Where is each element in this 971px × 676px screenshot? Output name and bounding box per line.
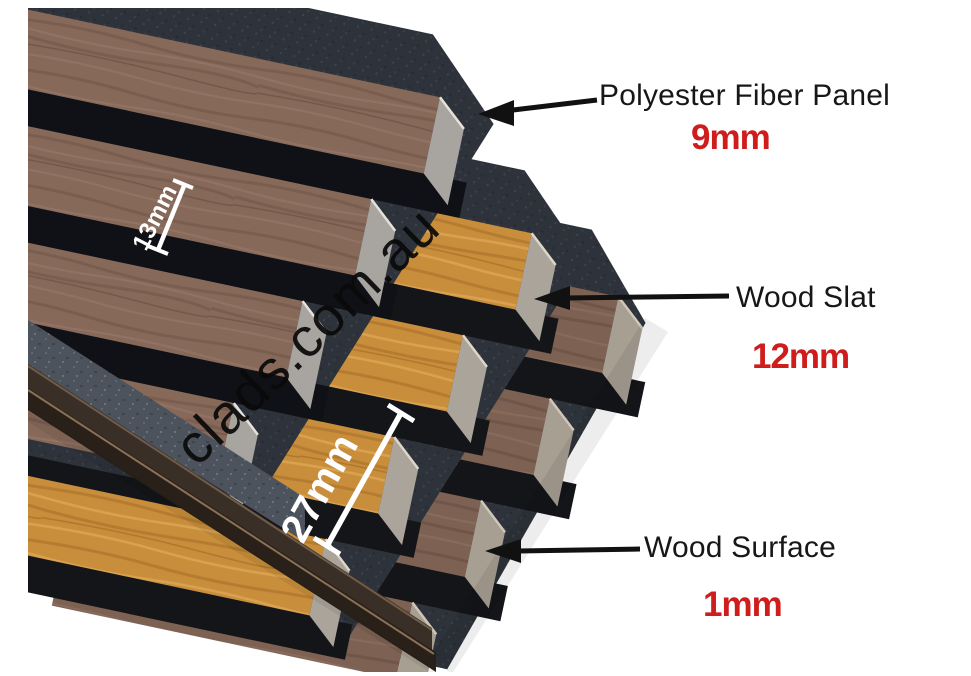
annotation-value-wood-surface: 1mm <box>703 585 783 624</box>
stack-side-edge <box>28 318 668 672</box>
dimension-tick <box>147 244 169 256</box>
arrow-wood-slat <box>534 286 730 310</box>
arrowhead <box>534 286 570 310</box>
annotation-label-wood-slat: Wood Slat <box>736 281 876 314</box>
drop-shadow <box>28 408 436 672</box>
slat-row <box>28 8 465 206</box>
annotation-value-wood-slat: 12mm <box>752 337 850 376</box>
arrow-polyester-fiber-panel <box>478 97 598 126</box>
callout-arrows <box>478 97 730 563</box>
slat-row <box>28 106 397 308</box>
slat-row <box>28 218 328 410</box>
arrowhead <box>478 100 514 126</box>
arrow-wood-surface <box>485 539 641 563</box>
drop-shadow-right <box>430 318 668 672</box>
panel-stack <box>28 8 668 672</box>
dimension-tick <box>172 178 194 190</box>
arrowhead <box>485 539 521 563</box>
wood-edge-band-dark <box>28 388 436 672</box>
annotation-value-polyester-fiber-panel: 9mm <box>691 118 771 157</box>
annotation-label-polyester-fiber-panel: Polyester Fiber Panel <box>599 79 891 112</box>
felt-side-band <box>28 320 305 542</box>
wood-edge-band <box>28 364 432 656</box>
annotation-label-wood-surface: Wood Surface <box>644 531 836 564</box>
dimension-tick <box>312 535 342 557</box>
dimension-tick <box>386 402 416 424</box>
